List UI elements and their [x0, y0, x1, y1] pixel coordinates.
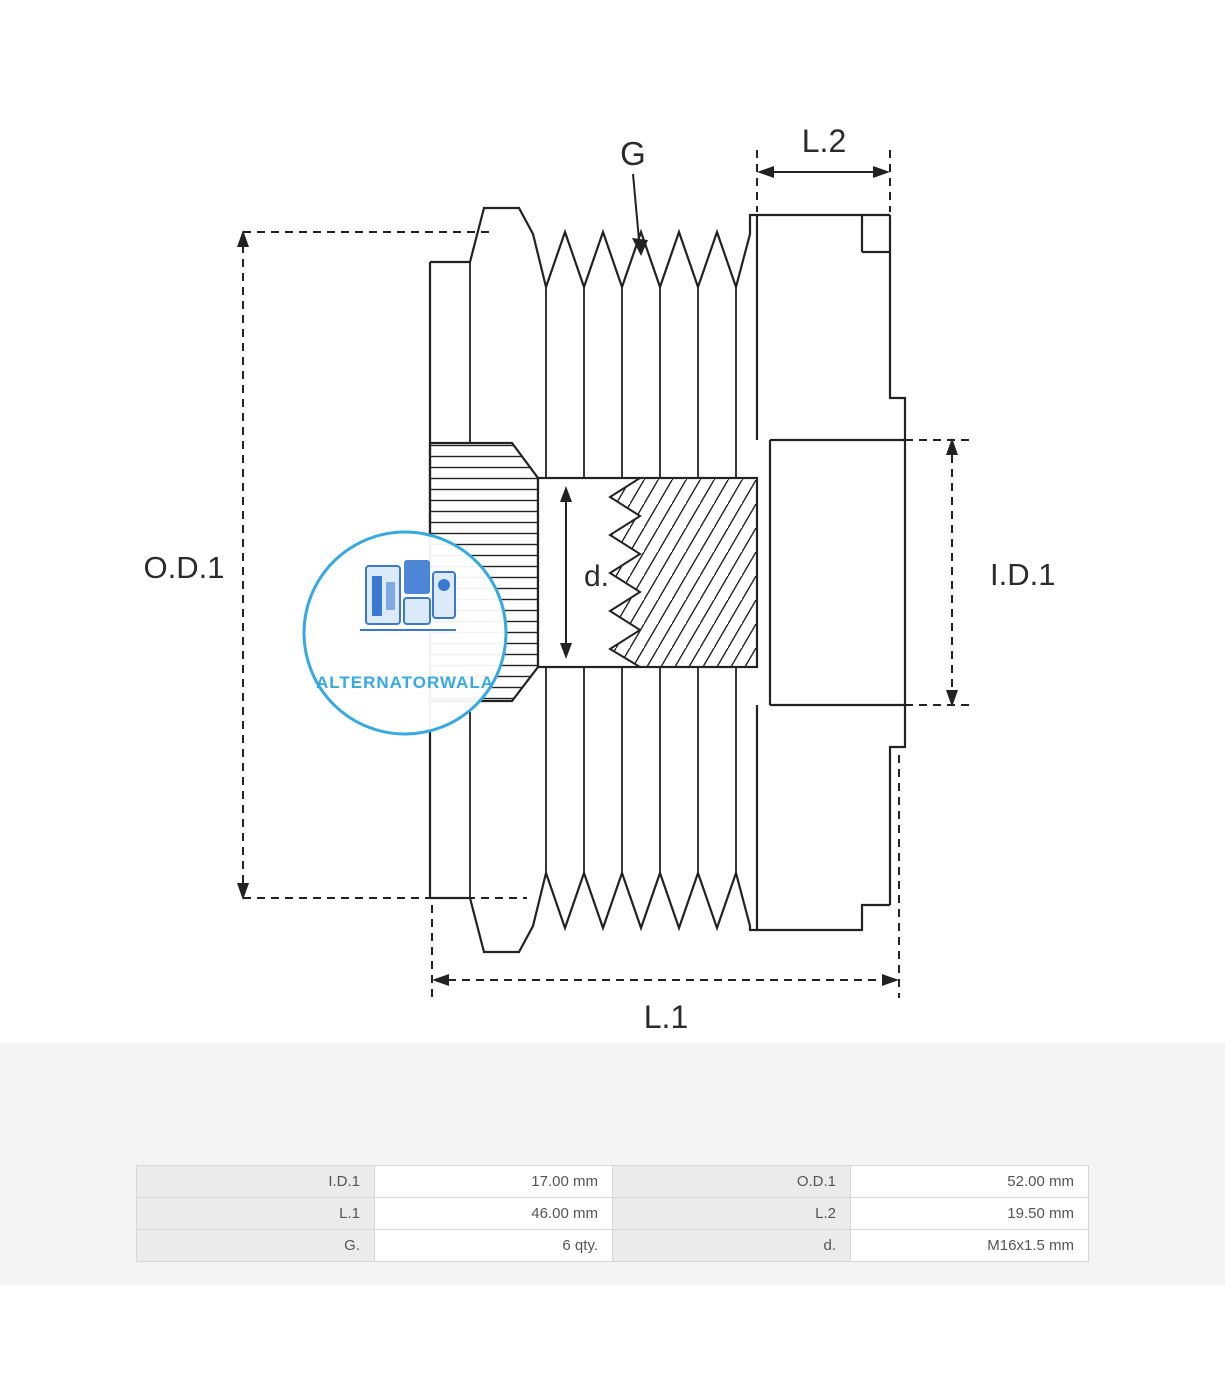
spec-value-l1: 46.00 mm — [374, 1197, 613, 1230]
alternator-graphic — [360, 560, 456, 631]
od1-dimension: O.D.1 — [144, 230, 527, 900]
technical-drawing: d. — [144, 123, 1056, 1035]
spec-panel: I.D.1 17.00 mm O.D.1 52.00 mm L.1 46.00 … — [0, 1043, 1225, 1285]
pulley-cross-section-svg: d. — [144, 123, 1056, 1035]
spec-value-g: 6 qty. — [374, 1229, 613, 1262]
l1-dimension: L.1 — [431, 755, 900, 1035]
l1-label: L.1 — [644, 999, 688, 1035]
watermark-text: ALTERNATORWALA — [316, 673, 494, 692]
spec-value-id1: 17.00 mm — [374, 1165, 613, 1198]
spec-value-l2: 19.50 mm — [850, 1197, 1089, 1230]
thread-label: d. — [584, 560, 609, 593]
spec-value-od1: 52.00 mm — [850, 1165, 1089, 1198]
spec-label-d: d. — [612, 1229, 851, 1262]
spec-row-3: G. 6 qty. d. M16x1.5 mm — [136, 1229, 1089, 1262]
spec-label-l1: L.1 — [136, 1197, 375, 1230]
spec-label-l2: L.2 — [612, 1197, 851, 1230]
l2-label: L.2 — [802, 123, 846, 159]
id1-dimension: I.D.1 — [905, 438, 1055, 707]
spec-row-1: I.D.1 17.00 mm O.D.1 52.00 mm — [136, 1165, 1089, 1198]
g-label: G — [620, 135, 646, 172]
groove-count-callout: G — [620, 135, 648, 256]
spec-table: I.D.1 17.00 mm O.D.1 52.00 mm L.1 46.00 … — [136, 1165, 1089, 1262]
l2-dimension: L.2 — [756, 123, 891, 212]
spec-label-g: G. — [136, 1229, 375, 1262]
id1-label: I.D.1 — [990, 557, 1055, 592]
spec-row-2: L.1 46.00 mm L.2 19.50 mm — [136, 1197, 1089, 1230]
spec-label-id1: I.D.1 — [136, 1165, 375, 1198]
watermark-logo: ALTERNATORWALA — [302, 530, 508, 736]
spec-value-d: M16x1.5 mm — [850, 1229, 1089, 1262]
clutch-race — [768, 438, 905, 707]
threaded-bore-section: d. — [536, 476, 759, 669]
od1-label: O.D.1 — [144, 550, 225, 585]
spec-label-od1: O.D.1 — [612, 1165, 851, 1198]
